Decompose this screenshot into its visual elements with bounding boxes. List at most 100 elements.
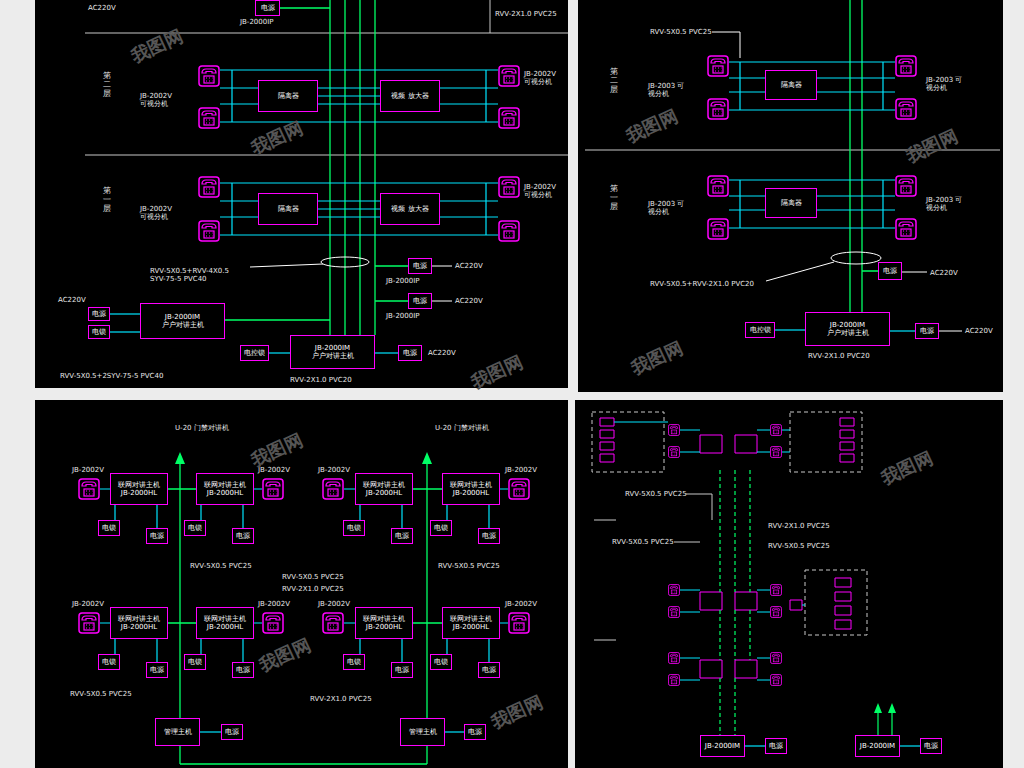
- wire-label: JB-2002V: [505, 600, 537, 608]
- box-text: 联网对讲主机: [118, 481, 160, 489]
- wire-label: AC220V: [455, 297, 483, 305]
- equipment-box: 电锁: [88, 325, 110, 339]
- wire-connector: [200, 505, 201, 520]
- wire-label: JB-2000IP: [240, 18, 274, 26]
- wire-connector: [359, 505, 360, 520]
- box-text: 联网对讲主机: [450, 481, 492, 489]
- box-text: 电源: [395, 666, 409, 674]
- wire-label: JB-2002V 可视分机: [140, 205, 178, 221]
- equipment-box: 电源: [391, 662, 413, 678]
- wire-connector: [775, 329, 805, 330]
- equipment-box: JB-2000IM户户对讲主机: [805, 312, 890, 346]
- phone-icon: [771, 585, 782, 596]
- wire-label: JB-2003 可视分机: [926, 76, 964, 92]
- box-text: 电源: [150, 666, 164, 674]
- watermark: 我图网: [128, 26, 186, 68]
- box-text: 联网对讲主机: [204, 615, 246, 623]
- phone-icon: [79, 613, 99, 633]
- wire-connector: [446, 639, 447, 654]
- phone-icon: [771, 607, 782, 618]
- box-text: 电源: [236, 666, 250, 674]
- equipment-box: 隔离器: [765, 188, 817, 218]
- wire-label: RVV-5X0.5+RVV-4X0.5 SYV-75-5 PVC40: [150, 267, 245, 283]
- equipment-box: 电源: [765, 738, 787, 754]
- phone-icon: [669, 447, 680, 458]
- equipment-box: 电源: [391, 528, 413, 544]
- box-text: 户户对讲主机: [312, 352, 354, 360]
- box-text: 联网对讲主机: [118, 615, 160, 623]
- phone-icon: [669, 607, 680, 618]
- wire-connector: [242, 639, 243, 662]
- equipment-box: 电源: [915, 323, 939, 339]
- wire-connector: [375, 352, 398, 353]
- watermark: 我图网: [903, 126, 961, 168]
- signal-wire: [614, 422, 805, 680]
- phone-icon: [669, 675, 680, 686]
- panel: [35, 400, 568, 768]
- riser-wire: [720, 470, 750, 735]
- wire-label: JB-2002V: [72, 600, 104, 608]
- equipment-box: 电锁: [184, 520, 206, 536]
- box-text: 电源: [482, 666, 496, 674]
- box-text: JB-2000HL: [207, 623, 243, 631]
- wire-label: JB-2003 可视分机: [648, 200, 686, 216]
- watermark: 我图网: [256, 635, 314, 677]
- equipment-box: 电源: [221, 724, 243, 740]
- wire-label: RVV-5X0.5 PVC25: [190, 562, 252, 570]
- watermark: 我图网: [623, 106, 681, 148]
- wire-connector: [488, 639, 489, 662]
- box-text: 电锁: [434, 658, 448, 666]
- box-text: 管理主机: [409, 728, 437, 736]
- wire-label: RVV-2X1.0 PVC20: [808, 352, 870, 360]
- wire-label: AC220V: [965, 327, 993, 335]
- phone-icon: [499, 108, 519, 128]
- wire-label: JB-2000IP: [386, 277, 420, 285]
- equipment-box: 电控锁: [745, 322, 775, 338]
- equipment-box: 电锁: [98, 654, 120, 670]
- wire-label: JB-2002V: [318, 466, 350, 474]
- floor-label: 第二层: [610, 68, 618, 94]
- box-text: JB-2000HL: [453, 623, 489, 631]
- wire-label: RVV-2X1.0 PVC20: [290, 376, 352, 384]
- phone-icon: [771, 653, 782, 664]
- box-text: 电源: [883, 267, 897, 275]
- box-text: 电锁: [102, 524, 116, 532]
- panel: [578, 0, 1003, 392]
- box-text: 联网对讲主机: [204, 481, 246, 489]
- floor-label: 第一层: [103, 187, 111, 213]
- equipment-box: 电源: [408, 258, 432, 274]
- phone-icon: [669, 425, 680, 436]
- phone-icon: [708, 219, 728, 239]
- wire-label: RVV-5X0.5+2SYV-75-5 PVC40: [60, 372, 163, 380]
- equipment-box: 联网对讲主机JB-2000HL: [110, 607, 168, 639]
- box-text: 电锁: [188, 658, 202, 666]
- equipment-box: 电源: [478, 528, 500, 544]
- wire-connector: [242, 505, 243, 528]
- equipment-box: JB-2000IM户户对讲主机: [290, 335, 375, 369]
- equipment-box: 电锁: [343, 520, 365, 536]
- equipment-box: 联网对讲主机JB-2000HL: [196, 607, 254, 639]
- equipment-box: 电源: [920, 738, 942, 754]
- box-text: 电源: [769, 742, 783, 750]
- box-text: JB-2000HL: [121, 623, 157, 631]
- box-text: JB-2000IM: [705, 742, 740, 750]
- wire-label: RVV-2X1.0 PVC25: [495, 10, 557, 18]
- box-text: 电源: [395, 532, 409, 540]
- box-text: 电控锁: [750, 326, 771, 334]
- wire-label: JB-2002V 可视分机: [524, 183, 562, 199]
- phone-icon: [708, 56, 728, 76]
- box-text: 联网对讲主机: [363, 481, 405, 489]
- phone-icon: [896, 219, 916, 239]
- box-text: 电源: [468, 728, 482, 736]
- wire-label: U-20 门禁对讲机: [435, 424, 489, 432]
- phone-icon: [79, 479, 99, 499]
- phone-icon: [771, 425, 782, 436]
- wire-label: JB-2002V: [505, 466, 537, 474]
- equipment-box: 电锁: [430, 520, 452, 536]
- equipment-box: 电锁: [343, 654, 365, 670]
- box-text: 户户对讲主机: [827, 329, 869, 337]
- phone-icon: [199, 66, 219, 86]
- signal-wire: [220, 183, 498, 235]
- equipment-box: 电源: [255, 0, 280, 16]
